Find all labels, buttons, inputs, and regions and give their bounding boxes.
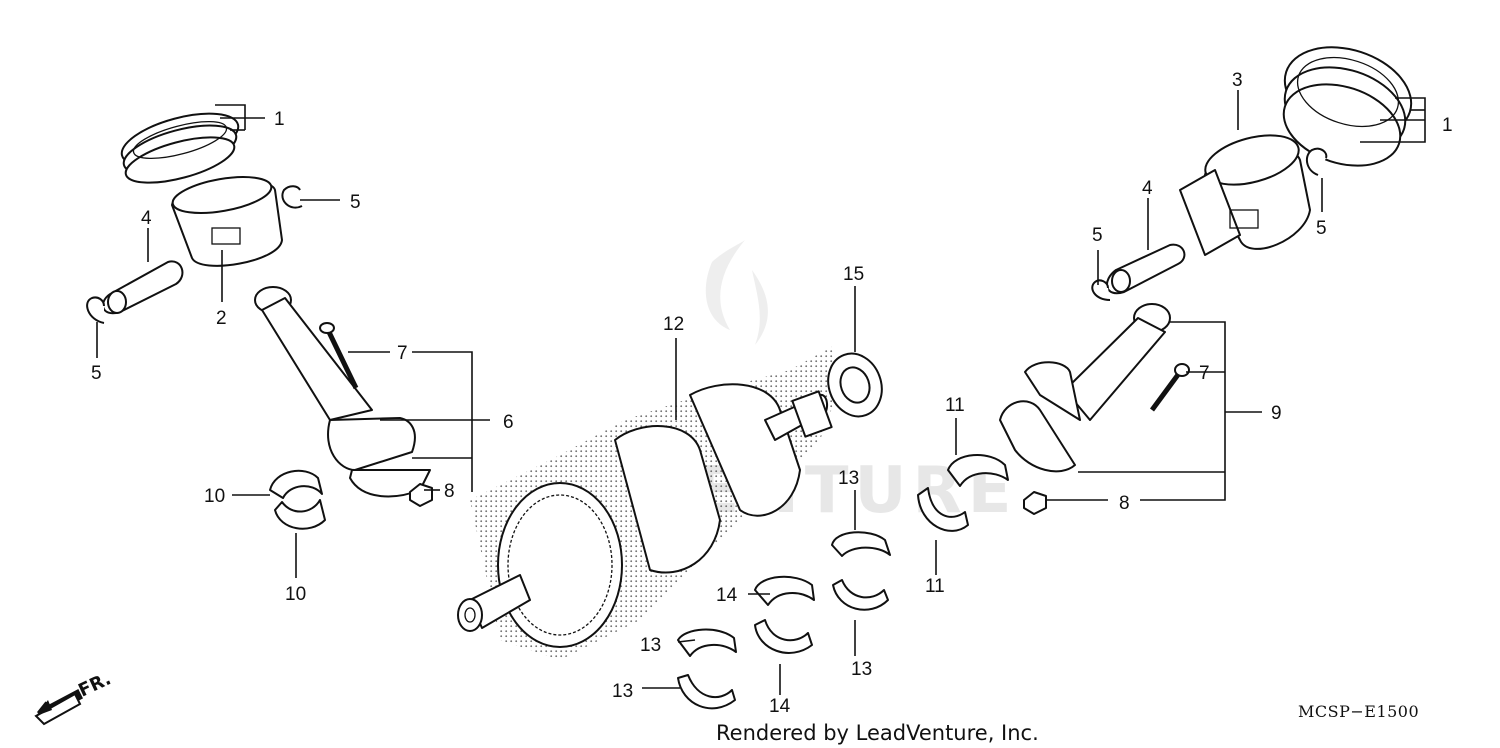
leader-lines — [96, 90, 1426, 695]
callout-5-left-top: 5 — [350, 192, 361, 213]
callout-15: 15 — [843, 264, 864, 285]
callout-1-left: 1 — [274, 109, 285, 130]
callout-1-right: 1 — [1442, 115, 1453, 136]
callout-4-right: 4 — [1142, 178, 1153, 199]
callout-10-top: 10 — [204, 486, 225, 507]
callout-13-c: 13 — [640, 635, 661, 656]
callout-3: 3 — [1232, 70, 1243, 91]
main-bearing-13c — [677, 628, 737, 657]
callout-7-right: 7 — [1199, 363, 1210, 384]
rod-bolt-left — [319, 322, 359, 390]
callout-5-left-bottom: 5 — [91, 363, 102, 384]
callout-2: 2 — [216, 308, 227, 329]
callout-7-left: 7 — [397, 343, 408, 364]
front-direction-marker: FR. — [34, 668, 114, 726]
callout-13-a: 13 — [838, 468, 859, 489]
circlip-left-a — [281, 185, 303, 209]
circlip-right-a — [1091, 279, 1111, 301]
connecting-rod-left — [254, 286, 431, 498]
callout-5-right-b: 5 — [1316, 218, 1327, 239]
piston-left — [171, 176, 283, 267]
circlip-left-b — [86, 296, 105, 324]
rod-bearing-right-11b — [917, 487, 969, 532]
callout-11-bottom: 11 — [925, 576, 945, 597]
connecting-rod-right — [999, 303, 1171, 473]
callout-5-right-a: 5 — [1092, 225, 1103, 246]
piston-pin-right — [1106, 243, 1186, 295]
main-bearing-13d — [677, 674, 736, 710]
main-bearing-14a — [754, 575, 815, 606]
callout-14-a: 14 — [716, 585, 738, 606]
circlip-right-b — [1305, 147, 1328, 176]
front-label: FR. — [75, 668, 114, 701]
rod-bearing-right-11a — [947, 453, 1009, 487]
piston-right — [1179, 134, 1311, 256]
piston-rings-left — [120, 112, 240, 184]
credit-text: Rendered by LeadVenture, Inc. — [716, 721, 1039, 745]
callout-13-b: 13 — [851, 659, 872, 680]
rod-nut-right — [1023, 491, 1047, 515]
main-bearing-14b — [754, 619, 813, 654]
drawing-code: MCSP−E1500 — [1298, 702, 1419, 721]
callout-13-d: 13 — [612, 681, 633, 702]
main-bearing-13a — [831, 531, 891, 557]
callout-9: 9 — [1271, 403, 1282, 424]
callout-4-left: 4 — [141, 208, 152, 229]
callout-11-top: 11 — [945, 395, 965, 416]
callout-12: 12 — [663, 314, 684, 335]
callout-8-left: 8 — [444, 481, 455, 502]
callouts: 1 1 2 3 4 4 5 5 5 5 6 7 7 8 8 9 10 10 11… — [91, 70, 1453, 717]
piston-pin-left — [102, 260, 184, 315]
crankshaft-gear — [827, 352, 883, 418]
crankshaft — [457, 345, 835, 660]
callout-6: 6 — [503, 412, 514, 433]
main-bearing-13b — [832, 579, 889, 611]
piston-rings-right — [1282, 46, 1413, 167]
rod-bearing-left — [269, 469, 326, 530]
callout-10-bottom: 10 — [285, 584, 306, 605]
callout-8-right: 8 — [1119, 493, 1130, 514]
callout-14-b: 14 — [769, 696, 791, 717]
rod-bolt-right — [1149, 363, 1190, 412]
